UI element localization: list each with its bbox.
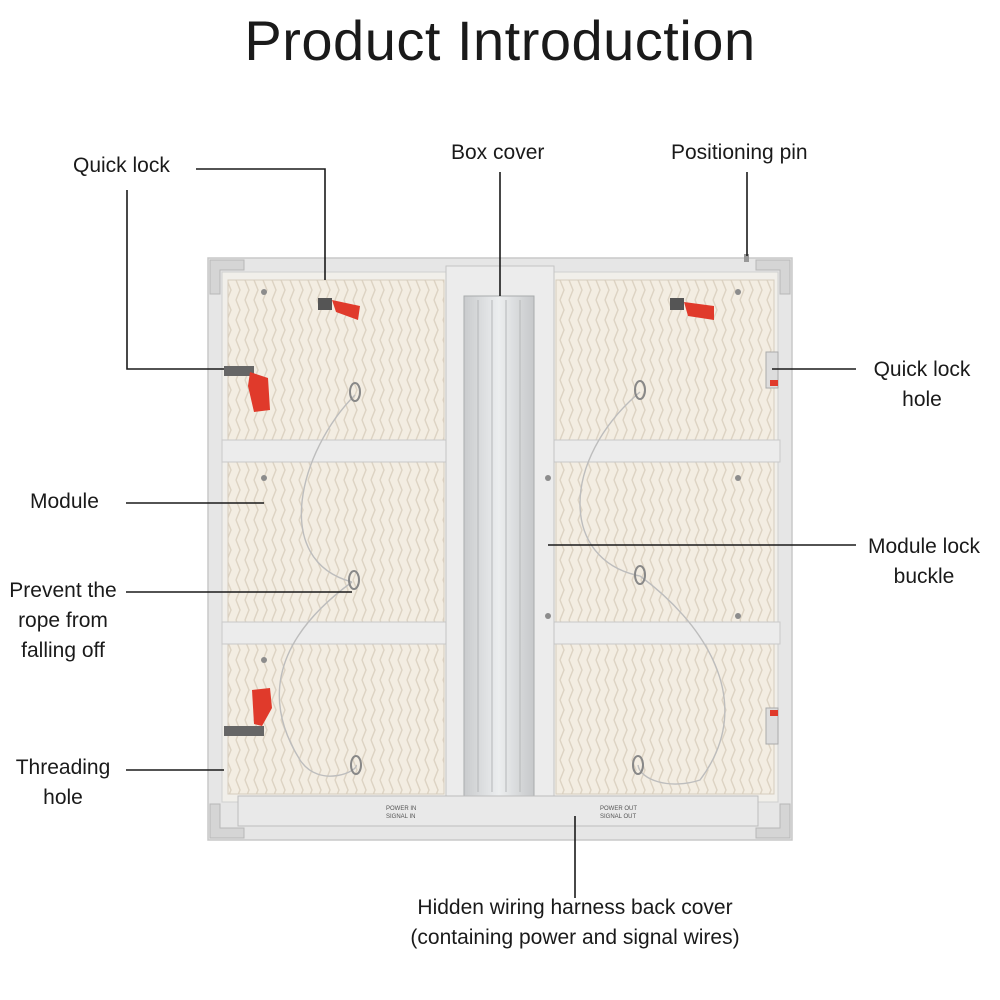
label-threading-hole-line1: Threading bbox=[15, 756, 111, 779]
label-module-lock-buckle-line2: buckle bbox=[893, 565, 955, 588]
label-module: Module bbox=[30, 490, 99, 513]
label-threading-hole: Threading hole bbox=[4, 753, 122, 813]
signal-in-text: SIGNAL IN bbox=[386, 814, 415, 820]
box-cover bbox=[463, 295, 535, 797]
label-module-lock-buckle: Module lock buckle bbox=[858, 532, 990, 592]
module-top-right bbox=[555, 279, 775, 441]
quick-lock-hole-right-bottom bbox=[765, 707, 779, 745]
quick-lock-bottom-left bbox=[224, 688, 272, 736]
label-hidden-wiring: Hidden wiring harness back cover (contai… bbox=[370, 893, 780, 953]
module-mid-right bbox=[555, 461, 775, 623]
label-positioning-pin: Positioning pin bbox=[671, 141, 808, 164]
quick-locks bbox=[224, 298, 779, 745]
page-title: Product Introduction bbox=[244, 9, 756, 72]
label-module-lock-buckle-line1: Module lock bbox=[867, 535, 981, 558]
quick-lock-left bbox=[224, 366, 270, 412]
label-quick-lock-hole: Quick lock hole bbox=[862, 355, 982, 415]
label-prevent-rope-line3: falling off bbox=[21, 639, 105, 662]
screws bbox=[261, 289, 741, 663]
label-hidden-wiring-line2: (containing power and signal wires) bbox=[410, 926, 740, 949]
positioning-pin bbox=[744, 254, 749, 262]
label-quick-lock-hole-line1: Quick lock bbox=[873, 358, 971, 381]
quick-lock-top-left bbox=[318, 298, 360, 320]
power-in-text: POWER IN bbox=[386, 806, 416, 812]
signal-out-text: SIGNAL OUT bbox=[600, 814, 636, 820]
leader-quick-lock-left bbox=[126, 190, 224, 370]
quick-lock-top-right bbox=[670, 298, 714, 320]
label-hidden-wiring-line1: Hidden wiring harness back cover bbox=[417, 896, 733, 919]
carabiners bbox=[348, 380, 646, 775]
label-prevent-rope-line1: Prevent the bbox=[9, 579, 117, 602]
safety-rope bbox=[278, 391, 726, 785]
label-prevent-rope-line2: rope from bbox=[18, 609, 108, 632]
label-quick-lock-hole-line2: hole bbox=[902, 388, 942, 411]
label-quick-lock: Quick lock bbox=[73, 154, 170, 177]
label-prevent-rope: Prevent the rope from falling off bbox=[0, 576, 126, 666]
power-out-text: POWER OUT bbox=[600, 806, 637, 812]
quick-lock-hole-right bbox=[765, 351, 779, 389]
wiring-cover-plate: POWER IN SIGNAL IN POWER OUT SIGNAL OUT bbox=[237, 795, 759, 827]
center-beam bbox=[445, 265, 555, 807]
leader-quick-lock-top bbox=[196, 168, 326, 280]
label-box-cover: Box cover bbox=[451, 141, 545, 164]
label-threading-hole-line2: hole bbox=[43, 786, 83, 809]
module-bottom-right bbox=[555, 643, 775, 795]
module-mid-left bbox=[227, 461, 445, 623]
leader-lines bbox=[126, 168, 856, 898]
